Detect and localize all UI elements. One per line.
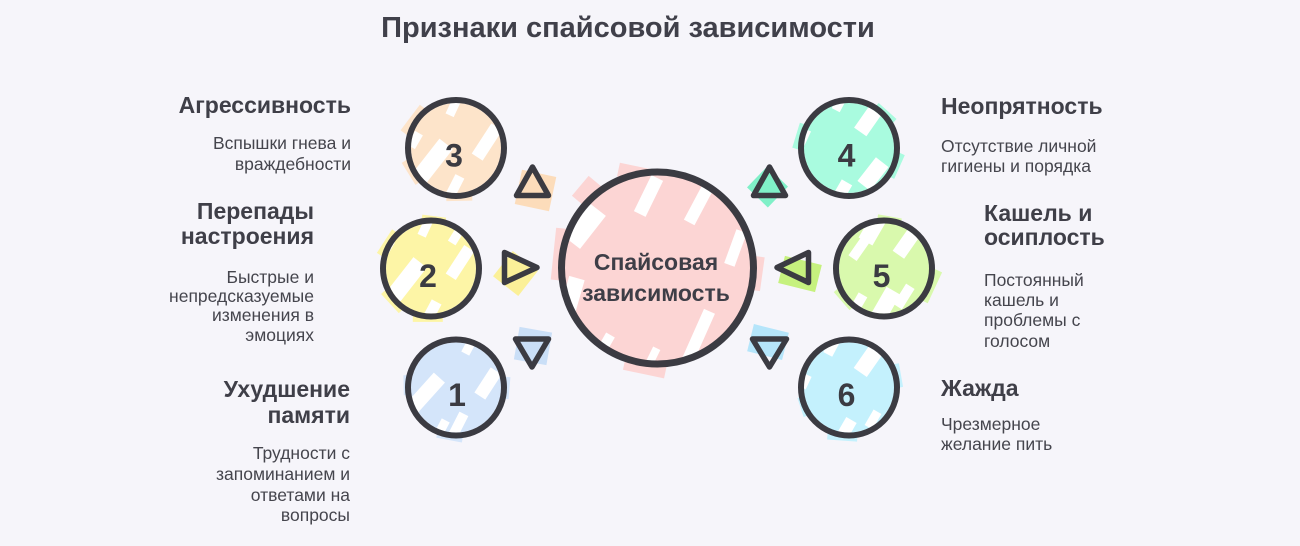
svg-text:3: 3 [445,137,463,173]
svg-text:5: 5 [873,258,891,294]
svg-text:2: 2 [419,258,437,294]
svg-text:4: 4 [838,137,856,173]
svg-text:1: 1 [448,377,466,413]
svg-text:6: 6 [838,377,856,413]
